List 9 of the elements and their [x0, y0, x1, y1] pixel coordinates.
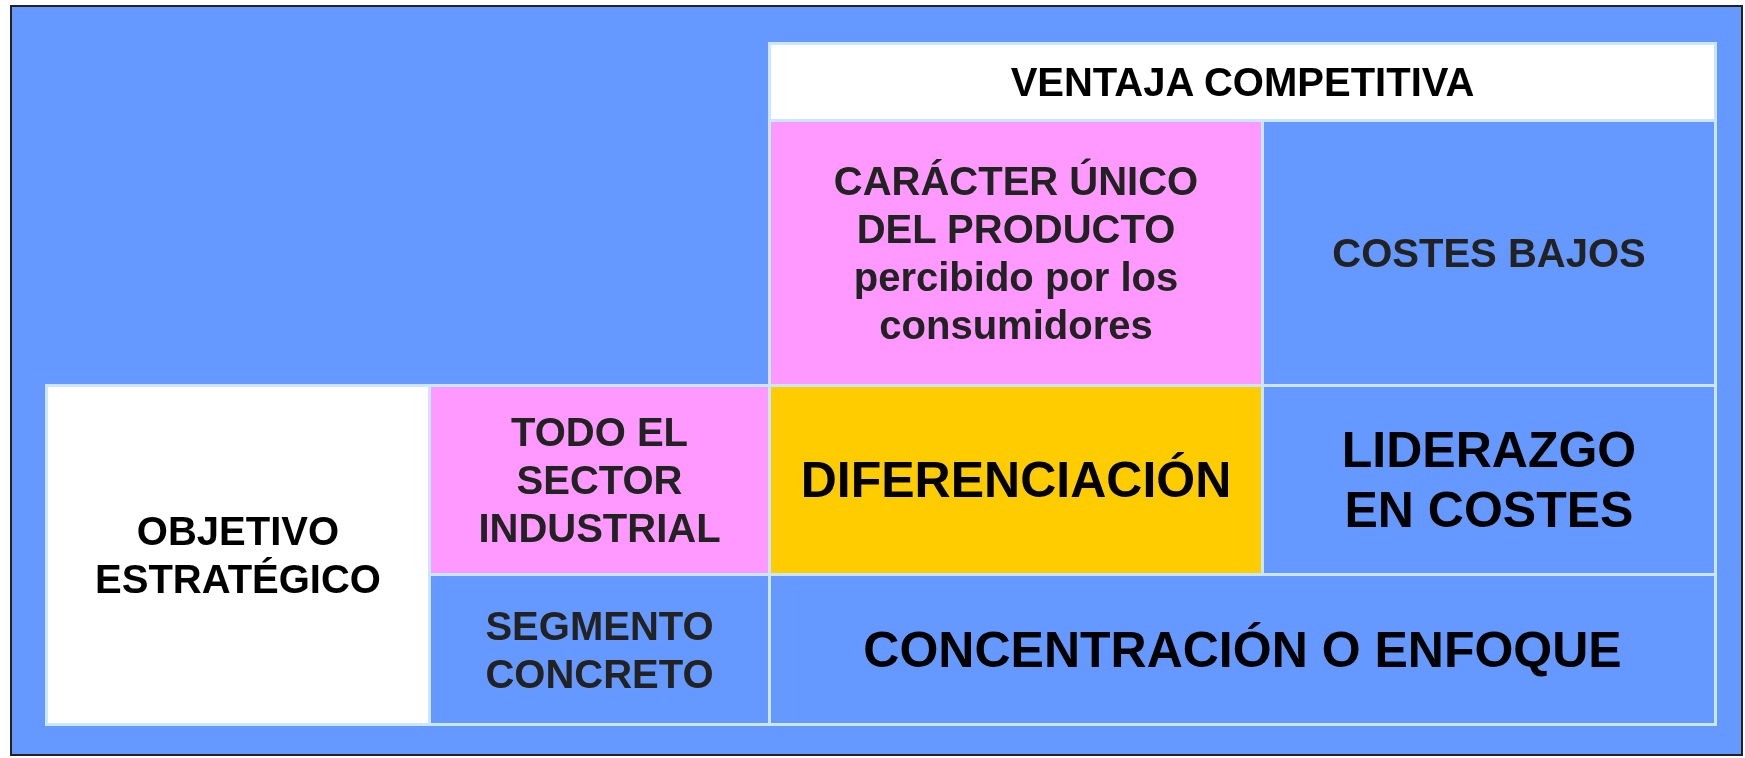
- cell-text: CONCENTRACIÓN O ENFOQUE: [863, 620, 1622, 680]
- cell-text: VENTAJA COMPETITIVA: [1010, 59, 1475, 106]
- cell-text: OBJETIVO ESTRATÉGICO: [94, 508, 382, 603]
- cell-text: TODO EL SECTOR INDUSTRIAL: [477, 409, 722, 552]
- cell-text: LIDERAZGO EN COSTES: [1340, 421, 1638, 540]
- cell-text: CARÁCTER ÚNICO DEL PRODUCTO percibido por los consumidores: [832, 157, 1200, 349]
- cell-text: DIFERENCIACIÓN: [800, 451, 1232, 510]
- cell-text: SEGMENTO CONCRETO: [484, 602, 715, 698]
- cell-text: COSTES BAJOS: [1332, 230, 1646, 277]
